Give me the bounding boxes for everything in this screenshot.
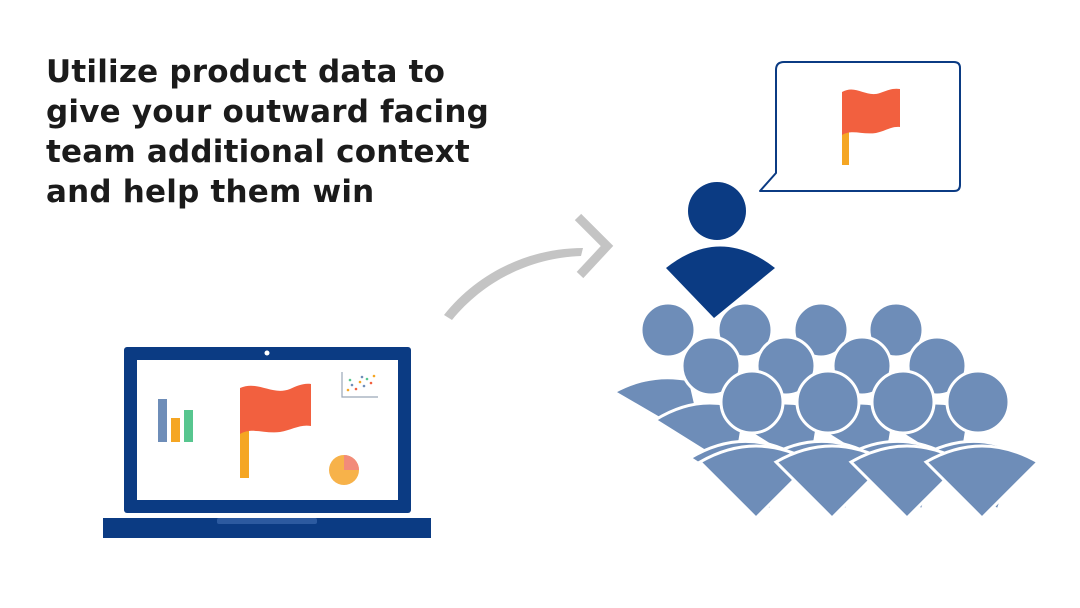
laptop-trackpad <box>217 518 317 524</box>
presenter-icon <box>666 182 775 318</box>
flag-icon <box>240 383 311 478</box>
pie-chart-icon <box>329 455 359 485</box>
headline: Utilize product data to give your outwar… <box>46 52 606 212</box>
headline-line-1: Utilize product data to <box>46 54 446 90</box>
laptop-base <box>103 518 431 538</box>
headline-line-3: team additional context <box>46 134 470 170</box>
headline-line-2: give your outward facing <box>46 94 489 130</box>
presenter-body <box>666 246 775 318</box>
presenter-head <box>688 182 746 240</box>
scatter-plot-icon <box>341 372 378 398</box>
bar-chart-icon <box>158 399 193 442</box>
flag-icon <box>842 88 900 165</box>
audience-icon <box>610 301 1041 521</box>
laptop-camera <box>264 350 270 356</box>
speech-bubble-icon <box>759 61 961 192</box>
headline-line-4: and help them win <box>46 174 375 210</box>
curved-arrow-icon <box>444 213 614 320</box>
laptop-icon <box>103 347 431 538</box>
